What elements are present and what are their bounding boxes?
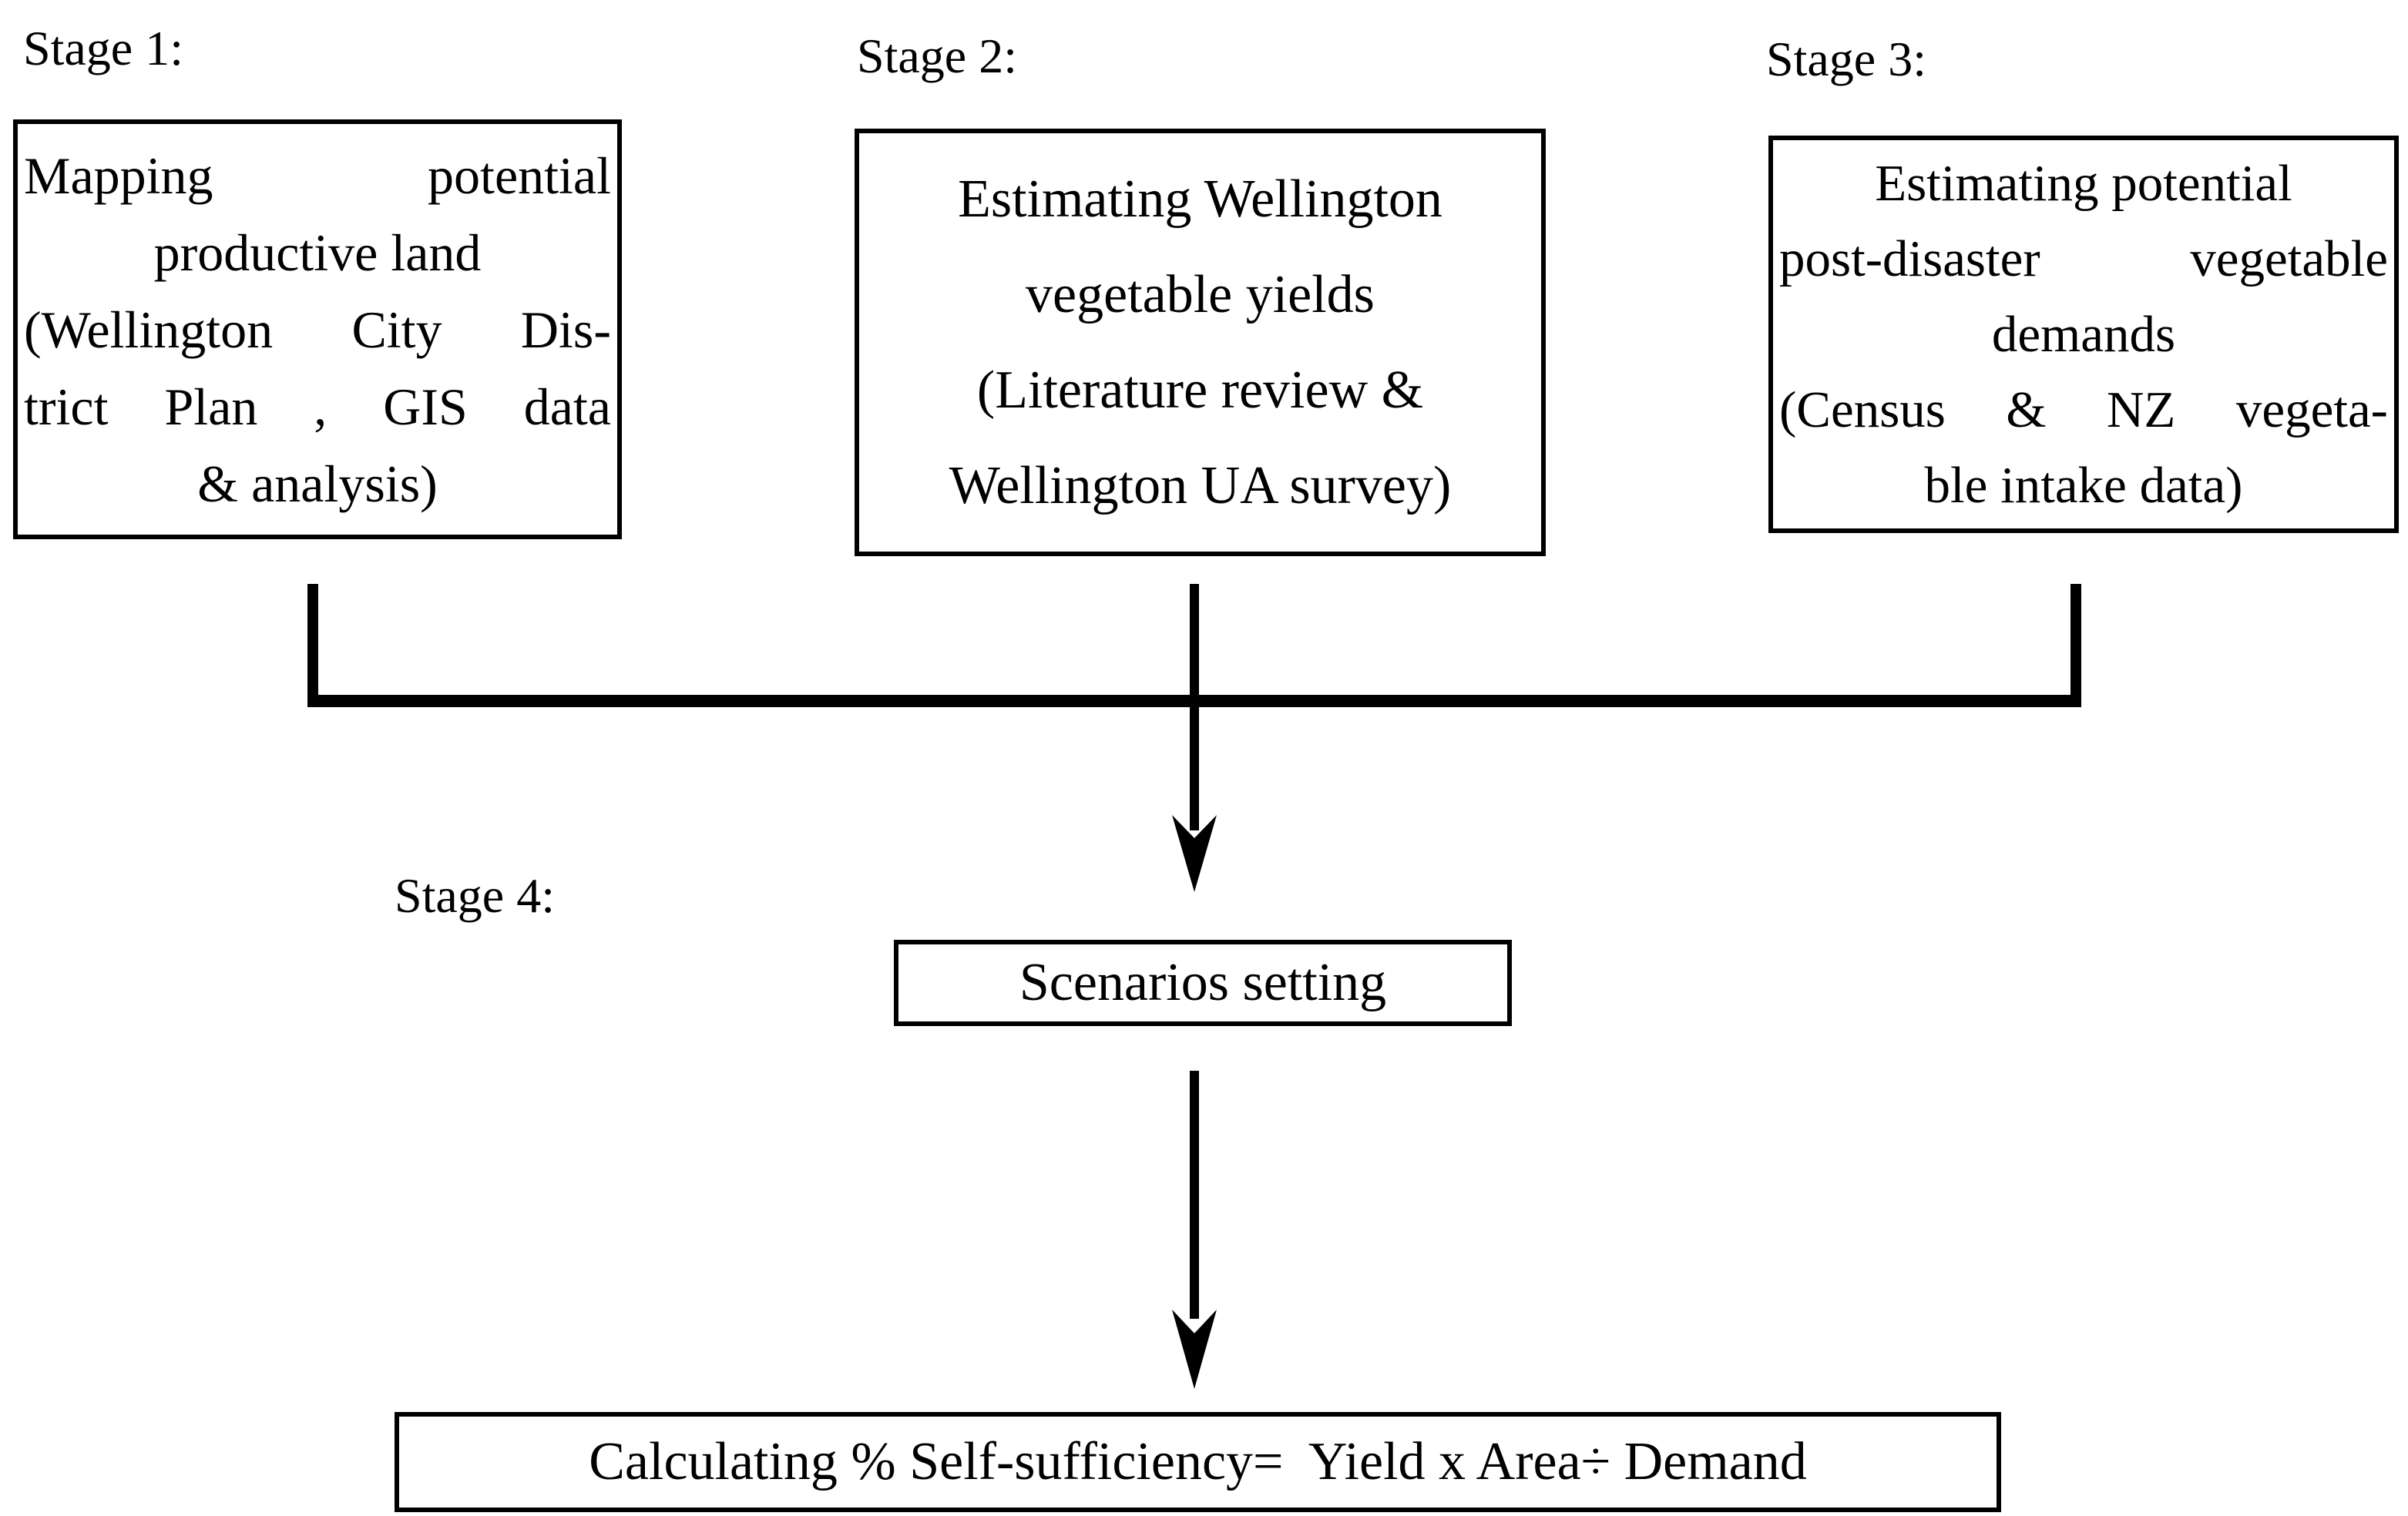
stage2-label: Stage 2: [857,29,1017,83]
stage2-arrow-shaft [1190,584,1199,830]
stage2-box-line: vegetable yields [1026,264,1375,324]
stage2-box-line: (Literature review & [976,360,1424,420]
scenarios-arrow-shaft [1190,1071,1199,1319]
stage1-box: Mapping potential productive land (Welli… [13,119,622,539]
stage1-box-line: trict Plan , GIS data [24,377,611,436]
stage2-box: Estimating Wellington vegetable yields (… [855,129,1546,556]
stage3-box-line: demands [1991,306,2176,363]
scenarios-setting-box: Scenarios setting [894,940,1512,1026]
stage1-box-line: productive land [153,223,482,282]
stage3-label: Stage 3: [1766,32,1926,86]
stage3-box-line: ble intake data) [1924,457,2243,514]
stage1-box-line: (Wellington City Dis- [24,300,611,359]
stage1-box-line: Mapping potential [24,146,611,205]
stage3-box: Estimating potential post-disaster veget… [1768,136,2399,533]
stage2-box-line: Estimating Wellington [958,169,1442,229]
stage3-box-line: post-disaster vegetable [1779,230,2388,287]
calculation-box: Calculating % Self-sufficiency= Yield x … [395,1412,2001,1512]
stage4-label: Stage 4: [395,868,555,923]
stage3-drop-connector [2070,584,2081,701]
stage3-box-line: Estimating potential [1875,155,2292,212]
stage1-box-line: & analysis) [197,454,438,513]
stage2-box-line: Wellington UA survey) [949,455,1452,515]
down-arrowhead-icon [1172,1310,1217,1389]
stage1-label: Stage 1: [23,21,183,75]
stage1-drop-connector [307,584,318,701]
stage3-box-line: (Census & NZ vegeta- [1779,381,2388,438]
